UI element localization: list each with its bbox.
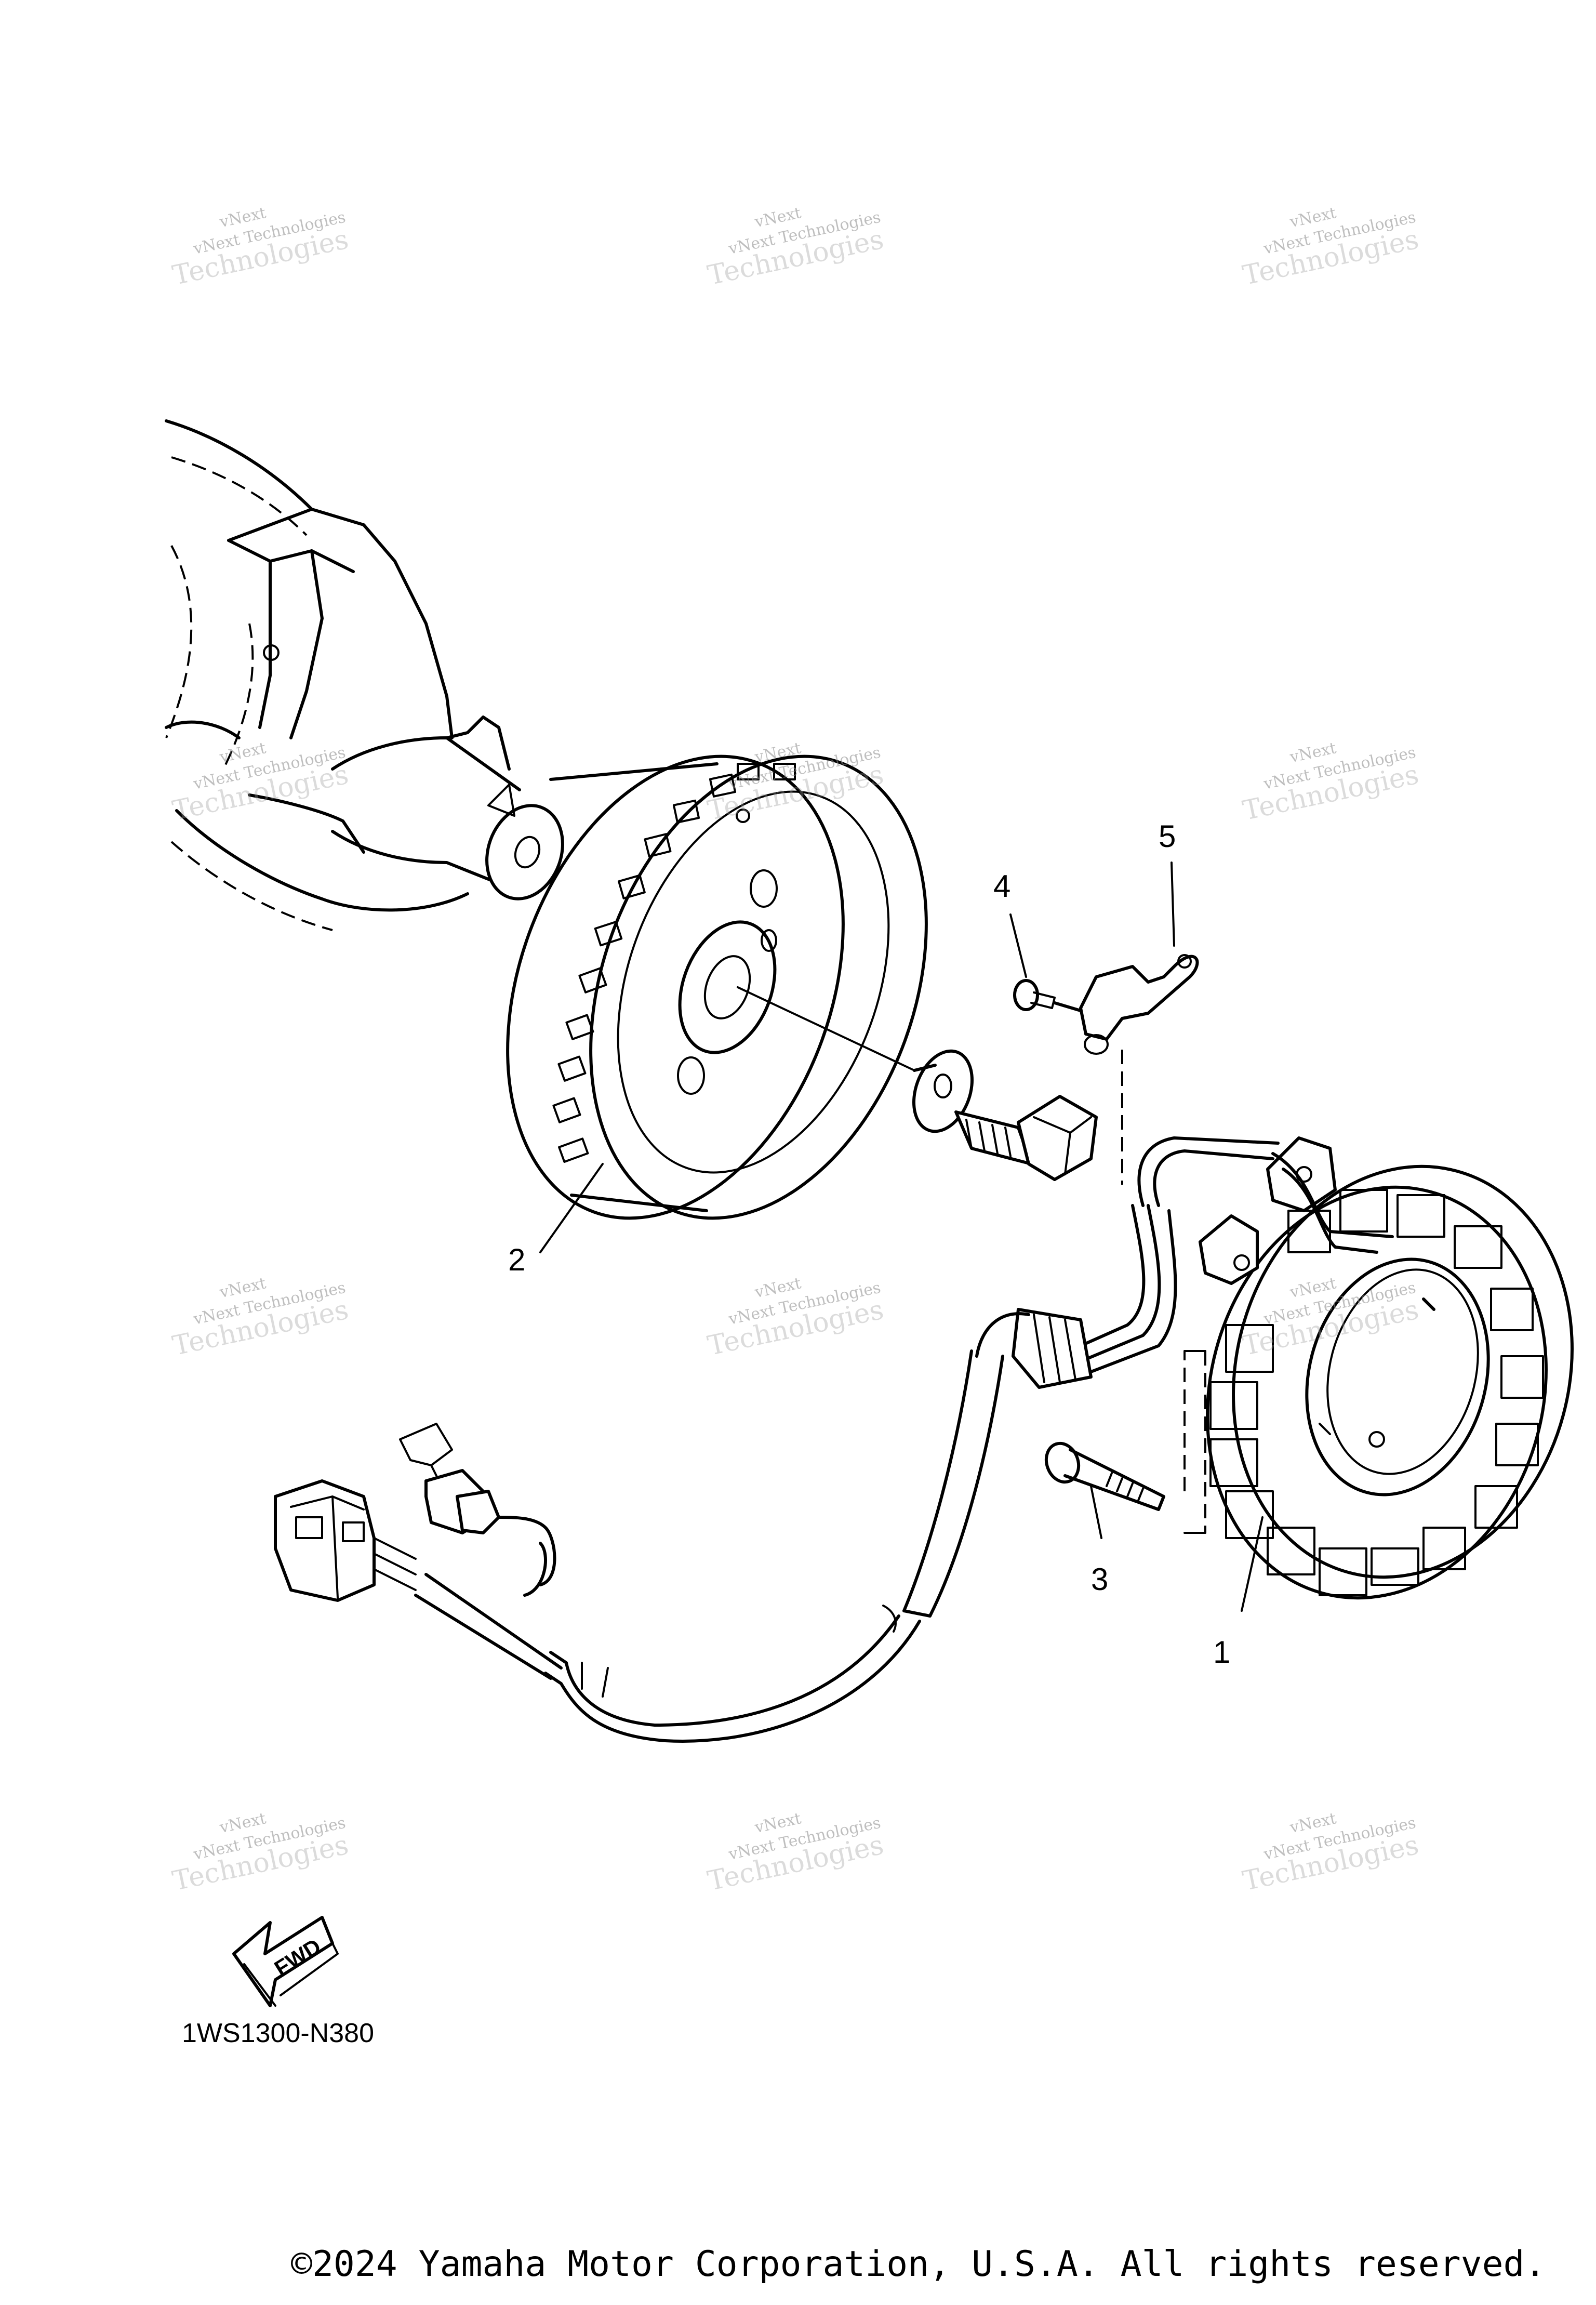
wire-harness (414, 1204, 1177, 1743)
watermark: vNext vNext Technologies Technologies (1240, 739, 1421, 827)
watermark: vNext vNext Technologies Technologies (170, 1809, 351, 1897)
callout-3: 3 (1091, 1562, 1108, 1597)
screw-part-4 (1013, 979, 1056, 1011)
watermark: vNext vNext Technologies Technologies (705, 204, 886, 292)
callout-5: 5 (1159, 819, 1176, 854)
callout-4: 4 (993, 869, 1010, 904)
watermark: vNext vNext Technologies Technologies (705, 1274, 886, 1362)
callout-2: 2 (508, 1242, 525, 1277)
callout-1: 1 (1213, 1635, 1230, 1670)
watermark: vNext vNext Technologies Technologies (170, 1274, 351, 1362)
watermark-grid: vNext vNext Technologies Technologies vN… (170, 204, 1421, 1897)
stator-assembly-part-1 (1137, 1136, 1574, 1600)
forward-direction-arrow: FWD (232, 1916, 339, 2007)
copyright-notice: ©2024 Yamaha Motor Corporation, U.S.A. A… (291, 2244, 1546, 2285)
watermark: vNext vNext Technologies Technologies (705, 1809, 886, 1897)
assembly-axis-line (737, 986, 915, 1071)
flywheel-rotor (506, 754, 928, 1220)
lead-clamp-part-5 (1053, 954, 1199, 1185)
coupler-connectors (274, 1423, 500, 1602)
watermark: vNext vNext Technologies Technologies (1240, 204, 1421, 292)
watermark: vNext vNext Technologies Technologies (170, 739, 351, 827)
rotor-bolt (954, 1095, 1098, 1181)
leader-lines (539, 862, 1264, 1612)
diagram-code: 1WS1300-N380 (182, 2018, 374, 2048)
watermark: vNext vNext Technologies Technologies (170, 204, 351, 292)
watermark: vNext vNext Technologies Technologies (1240, 1809, 1421, 1897)
stator-bolt-part-3 (1044, 1350, 1206, 1534)
crankshaft (165, 419, 564, 931)
